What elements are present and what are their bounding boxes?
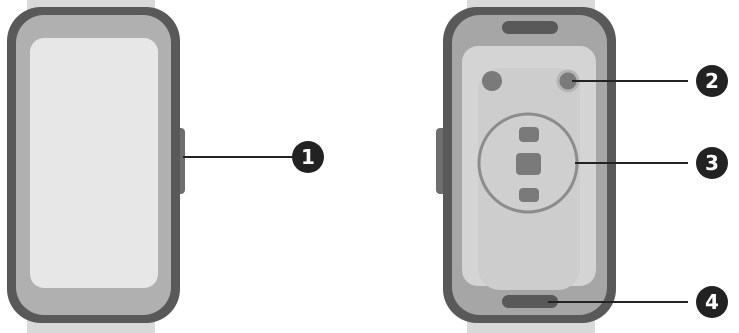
callout-lines <box>183 80 688 303</box>
back-top-slot <box>502 21 558 34</box>
charging-contacts <box>502 295 558 308</box>
callout-4: 4 <box>696 286 728 318</box>
callout-circle-1 <box>292 141 324 173</box>
callout-1: 1 <box>292 141 324 173</box>
front-view <box>7 0 185 333</box>
callout-number-3: 3 <box>705 151 719 175</box>
sensor-pad-middle <box>516 153 541 175</box>
sensor-pad-bottom <box>519 188 539 202</box>
front-screen <box>30 38 158 288</box>
callout-3: 3 <box>696 147 728 179</box>
sensor-pad-top <box>519 127 539 142</box>
callout-number-1: 1 <box>301 145 315 169</box>
callout-circle-4 <box>696 286 728 318</box>
callout-2: 2 <box>696 65 728 97</box>
back-left-dot <box>482 71 502 91</box>
back-view <box>436 0 616 333</box>
callout-number-4: 4 <box>705 290 719 314</box>
callout-circle-2 <box>696 65 728 97</box>
callout-circle-3 <box>696 147 728 179</box>
callout-number-2: 2 <box>705 69 719 93</box>
